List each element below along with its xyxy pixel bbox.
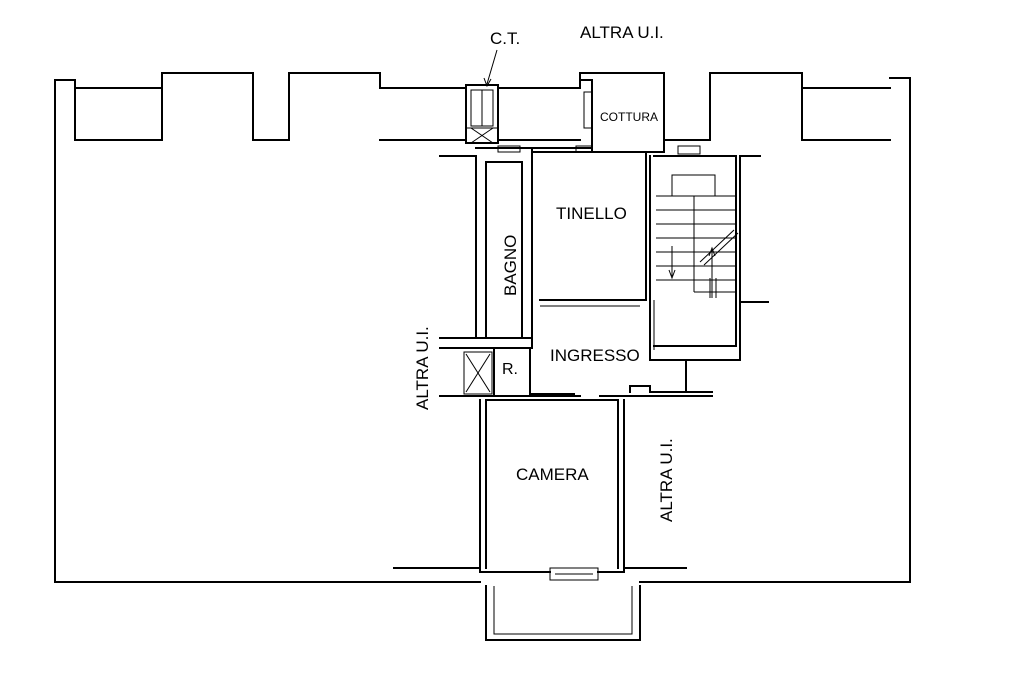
camera-walls: [393, 399, 687, 581]
boiler-room: [465, 49, 499, 144]
balcony: [485, 585, 641, 641]
ingresso-walls: [439, 347, 713, 397]
label-ct: C.T.: [490, 29, 520, 48]
tinello-walls: [531, 145, 655, 350]
label-other-unit-right: ALTRA U.I.: [657, 438, 676, 522]
label-tinello: TINELLO: [556, 204, 627, 223]
outer-walls: [54, 72, 911, 583]
label-ingresso: INGRESSO: [550, 346, 640, 365]
bathroom-walls: [439, 145, 593, 349]
label-other-unit-top: ALTRA U.I.: [580, 23, 664, 42]
label-camera: CAMERA: [516, 465, 589, 484]
label-other-unit-left: ALTRA U.I.: [413, 326, 432, 410]
stairwell: [649, 145, 769, 361]
label-cottura: COTTURA: [600, 110, 658, 124]
label-ripostiglio: R.: [502, 361, 518, 378]
label-bagno: BAGNO: [501, 235, 520, 296]
